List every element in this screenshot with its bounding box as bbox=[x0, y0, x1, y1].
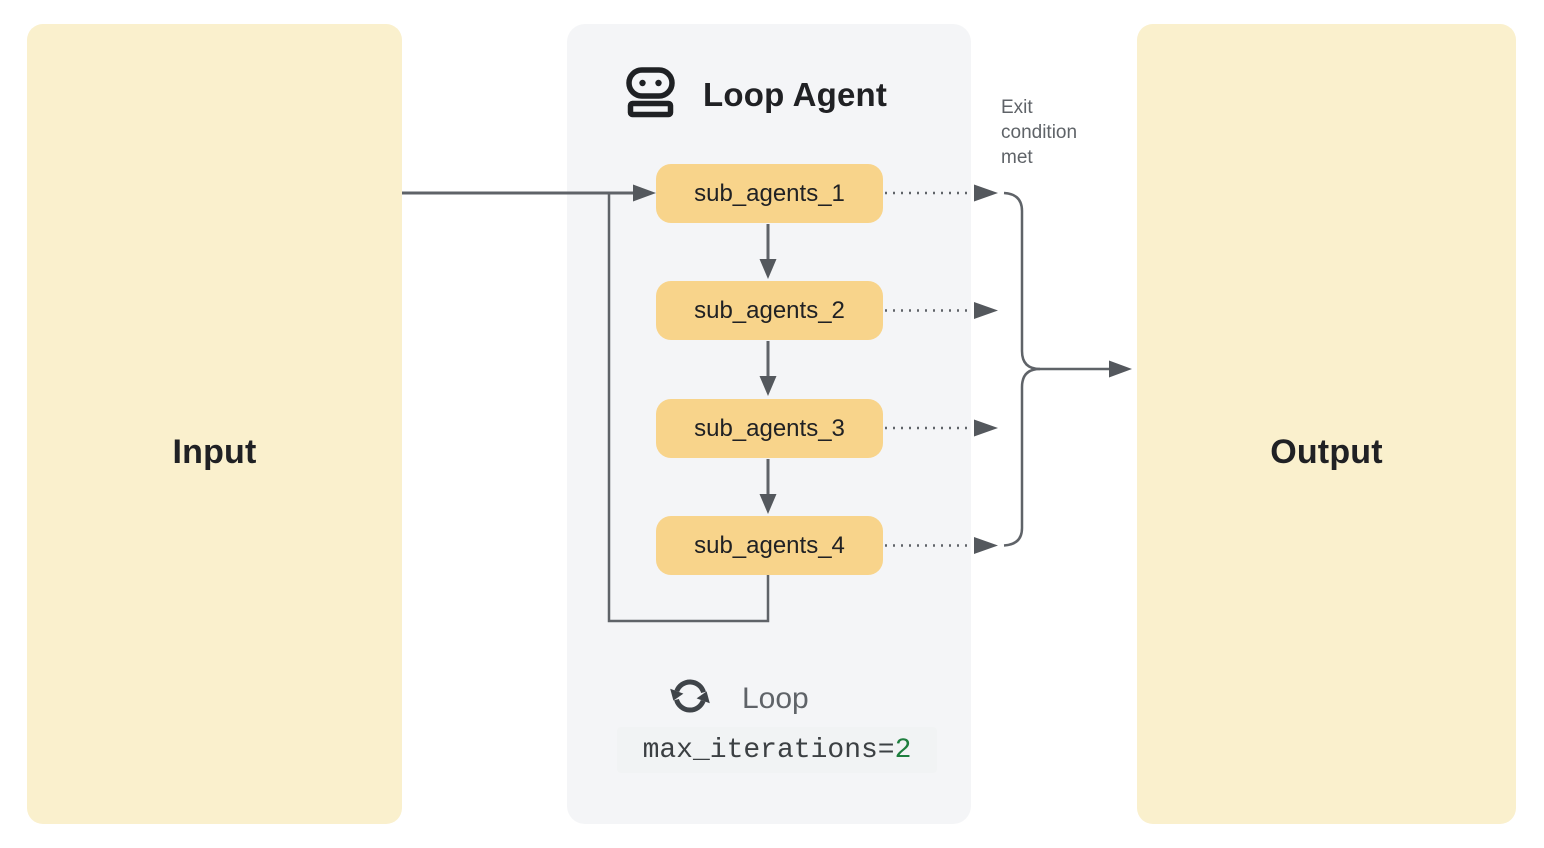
input-label: Input bbox=[172, 432, 257, 471]
loop-icon bbox=[668, 672, 712, 725]
sub-agent-box-3: sub_agents_3 bbox=[656, 399, 883, 458]
sub-agent-box-4: sub_agents_4 bbox=[656, 516, 883, 575]
output-box: Output bbox=[1137, 24, 1516, 824]
dotted-exit-arrowheads bbox=[974, 184, 998, 554]
loop-label: Loop bbox=[742, 681, 809, 715]
max-iterations-prefix: max_iterations= bbox=[642, 734, 895, 766]
sub-agent-box-2: sub_agents_2 bbox=[656, 281, 883, 340]
arrow-to-output bbox=[1109, 360, 1132, 378]
max-iterations-value: 2 bbox=[894, 734, 912, 766]
loop-agent-title: Loop Agent bbox=[703, 75, 888, 113]
input-box: Input bbox=[27, 24, 402, 824]
exit-condition-label: Exit condition met bbox=[1001, 97, 1078, 168]
max-iterations-code: max_iterations=2 bbox=[617, 727, 937, 773]
robot-icon bbox=[625, 66, 675, 123]
loop-footer: Loop bbox=[668, 672, 809, 725]
output-label: Output bbox=[1270, 432, 1383, 471]
loop-agent-header: Loop Agent bbox=[625, 66, 887, 123]
sub-agent-box-1: sub_agents_1 bbox=[656, 164, 883, 223]
merge-brace bbox=[1003, 191, 1112, 547]
